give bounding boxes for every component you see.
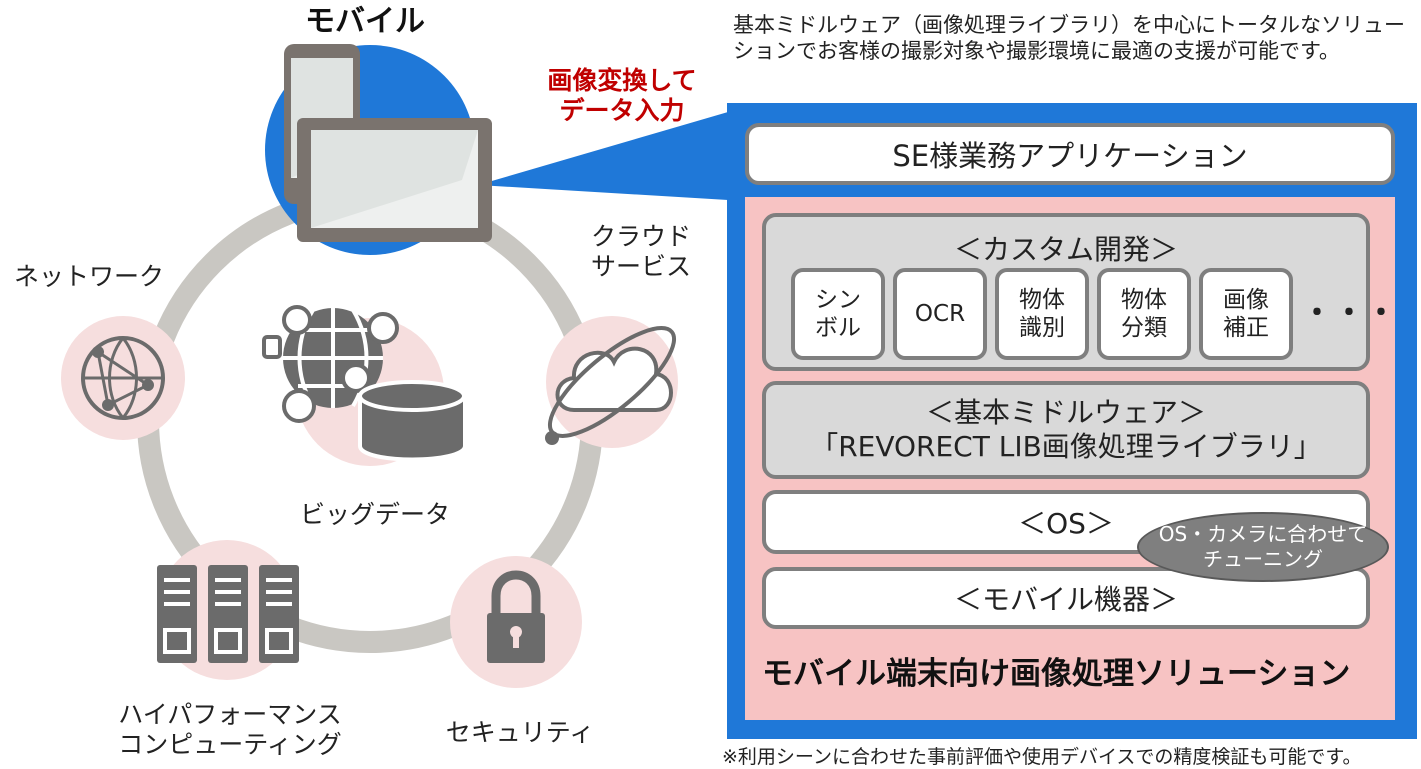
mobile-title: モバイル — [305, 4, 425, 39]
footnote: ※利用シーンに合わせた事前評価や使用デバイスでの精度検証も可能です。 — [722, 746, 1362, 768]
os-label: ＜OS＞ — [1018, 507, 1114, 540]
convert-input-label: 画像変換して データ入力 — [522, 66, 722, 125]
business-app-layer: SE様業務アプリケーション — [745, 123, 1395, 185]
network-label: ネットワーク — [13, 262, 164, 291]
module-object-identification: 物体 識別 — [995, 268, 1089, 360]
cloud-icon — [545, 316, 678, 448]
convert-label-line1: 画像変換して — [547, 66, 697, 95]
solution-title: モバイル端末向け画像処理ソリューション — [762, 656, 1351, 692]
basic-middleware-library: 「REVORECT LIB画像処理ライブラリ」 — [810, 430, 1322, 463]
convert-label-line2: データ入力 — [559, 95, 685, 125]
hpc-label-line2: コンピューティング — [118, 729, 342, 759]
solution-description: 基本ミドルウェア（画像処理ライブラリ）を中心にトータルなソリューションでお客様の… — [733, 13, 1405, 64]
cloud-label: クラウド サービス — [576, 222, 706, 281]
mobile-device-layer: ＜モバイル機器＞ — [762, 567, 1370, 629]
network-icon — [61, 316, 185, 440]
hpc-label-line1: ハイパフォーマンス — [118, 700, 342, 729]
lock-icon — [450, 556, 582, 688]
more-modules-ellipsis: ・・・ — [1302, 296, 1398, 331]
hpc-label: ハイパフォーマンス コンピューティング — [80, 700, 380, 759]
tuning-line2: チューニング — [1203, 547, 1323, 571]
module-symbol: シン ボル — [791, 268, 885, 360]
cloud-label-line2: サービス — [590, 251, 691, 281]
bigdata-icon — [262, 305, 467, 466]
basic-middleware-title: ＜基本ミドルウェア＞ — [925, 396, 1206, 430]
module-object-classification: 物体 分類 — [1097, 268, 1191, 360]
custom-dev-title: ＜カスタム開発＞ — [953, 233, 1178, 266]
module-ocr: OCR — [893, 268, 987, 360]
server-icon — [157, 540, 299, 680]
basic-middleware-layer: ＜基本ミドルウェア＞ 「REVORECT LIB画像処理ライブラリ」 — [762, 381, 1370, 479]
callout-wedge — [478, 112, 728, 200]
security-label: セキュリティ — [445, 718, 595, 747]
tablet-icon — [297, 118, 492, 242]
tuning-line1: OS・カメラに合わせて — [1158, 522, 1368, 546]
cloud-label-line1: クラウド — [590, 222, 691, 251]
bigdata-label: ビッグデータ — [299, 500, 450, 529]
tuning-badge: OS・カメラに合わせて チューニング — [1137, 512, 1389, 582]
module-image-correction: 画像 補正 — [1199, 268, 1293, 360]
